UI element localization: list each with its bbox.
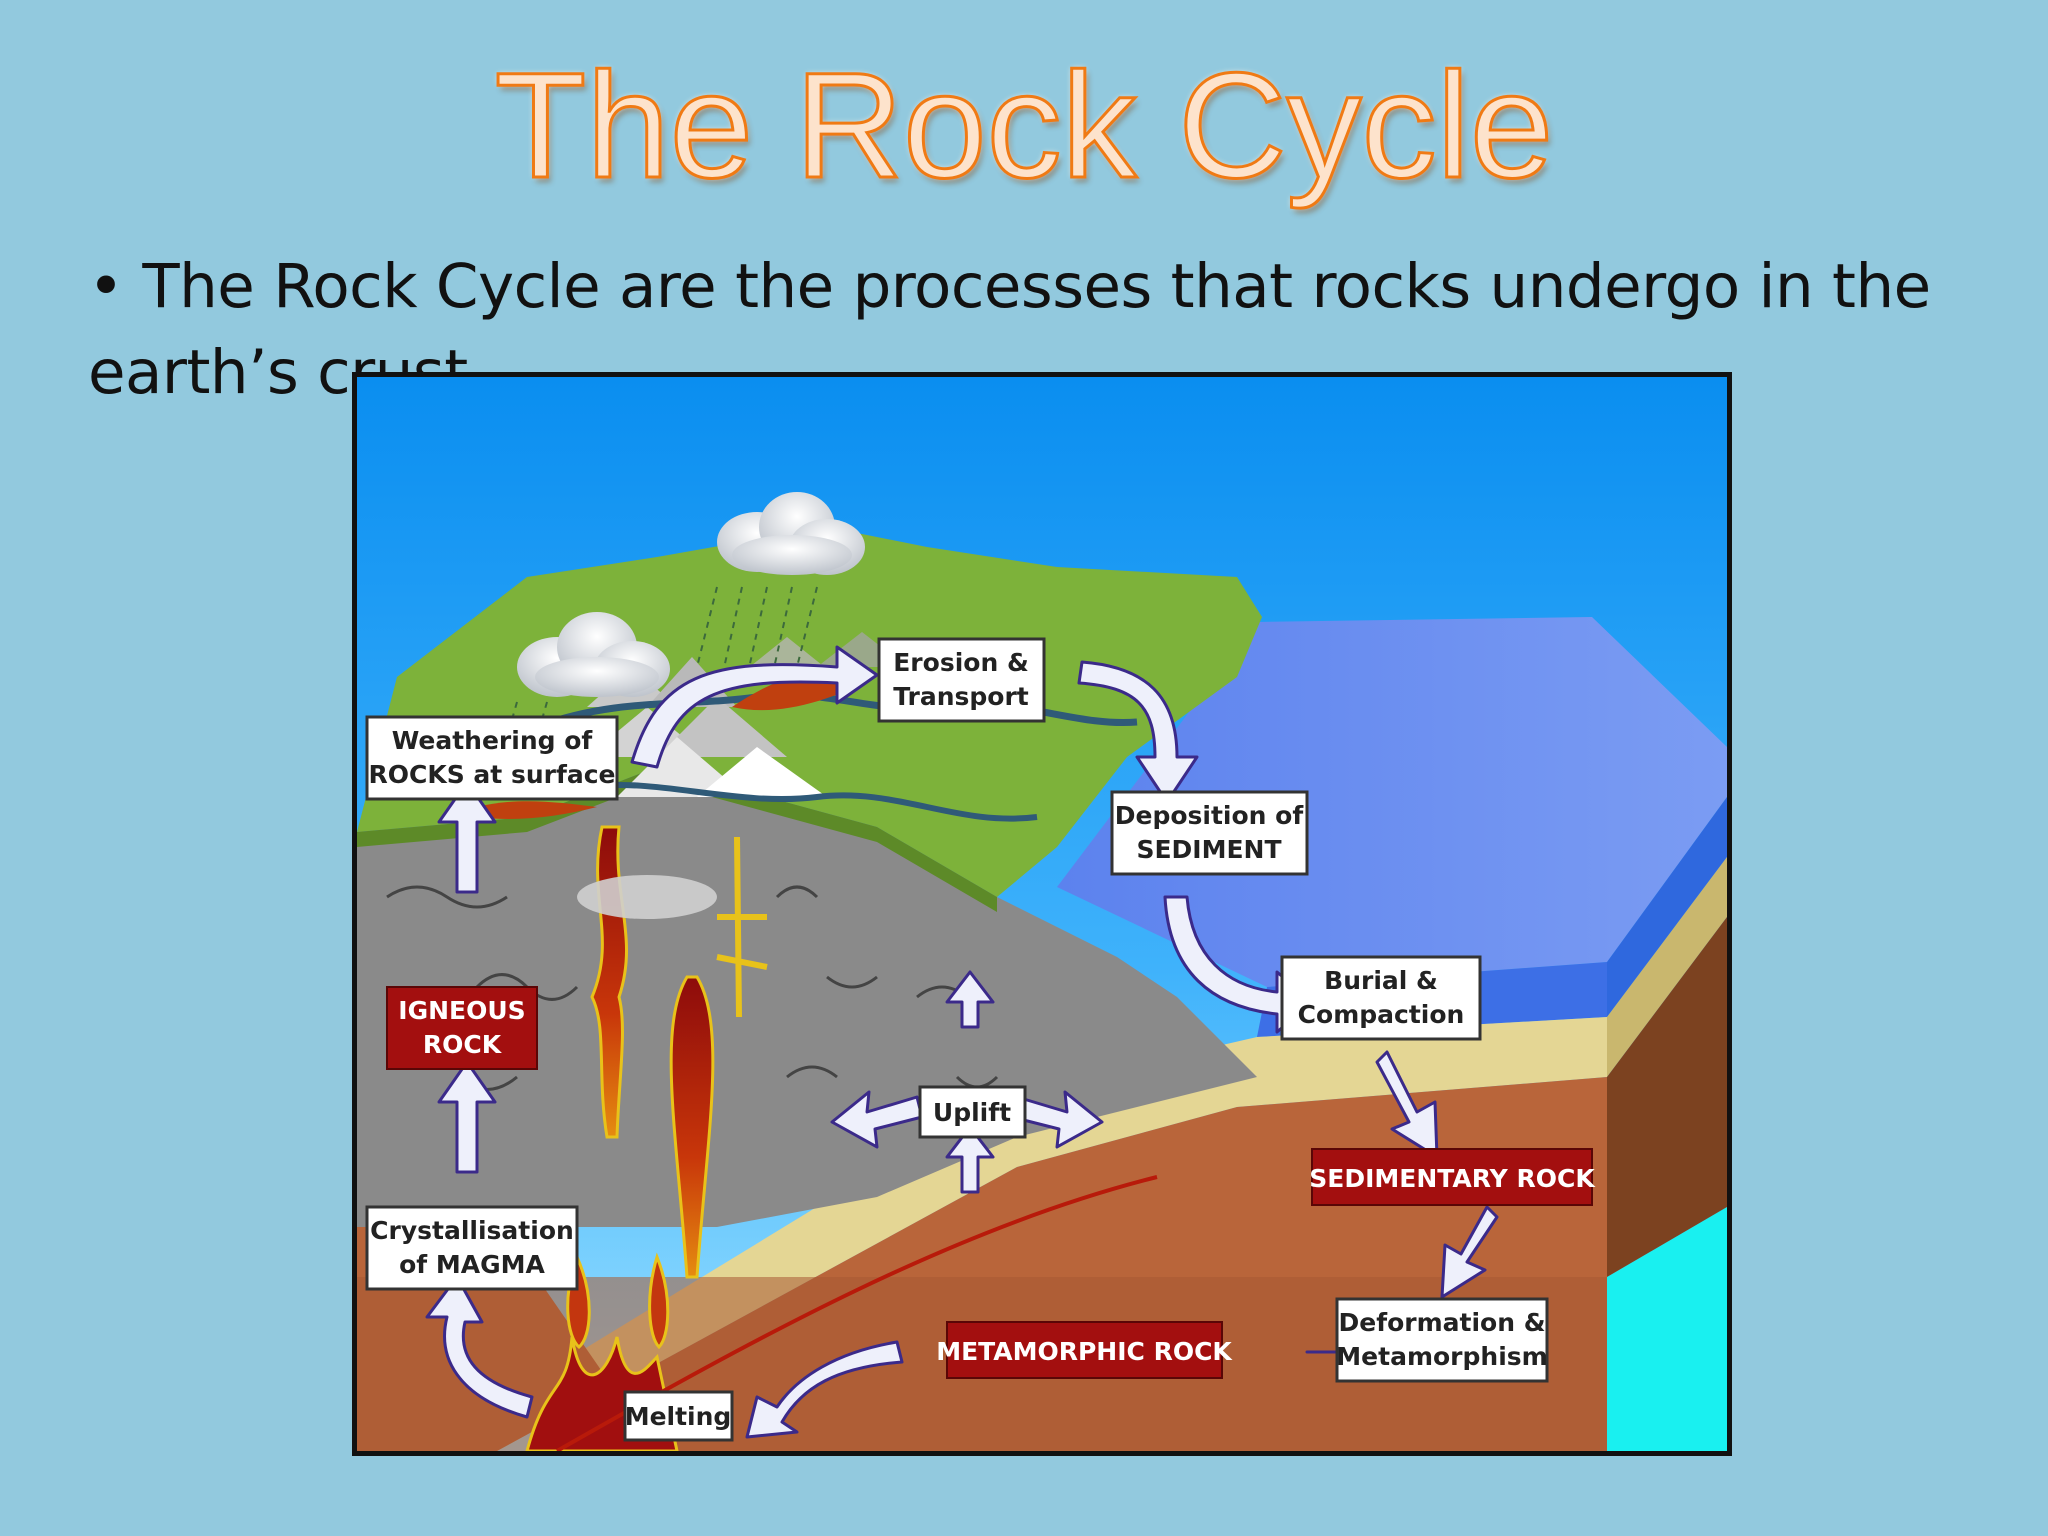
label-weathering: Weathering of ROCKS at surface [365,715,619,801]
svg-text:Erosion &: Erosion & [893,648,1029,677]
label-metamorphic-rock: METAMORPHIC ROCK [936,1321,1233,1379]
cloud-2 [517,612,670,697]
svg-text:Deposition of: Deposition of [1115,801,1305,830]
volcano-smoke [577,875,717,919]
svg-text:Burial &: Burial & [1324,966,1438,995]
svg-text:Transport: Transport [893,682,1029,711]
svg-text:Crystallisation: Crystallisation [370,1216,574,1245]
land-edge [357,767,997,912]
svg-text:Deformation &: Deformation & [1338,1308,1545,1337]
magma-drop-2 [648,1252,670,1350]
label-igneous-rock: IGNEOUS ROCK [386,986,538,1070]
cloud-1 [717,492,865,575]
crust-right [1607,917,1727,1277]
svg-text:Melting: Melting [625,1402,732,1431]
lava-flow-left [477,801,597,819]
label-deposition: Deposition of SEDIMENT [1110,790,1309,876]
svg-text:ROCKS at surface: ROCKS at surface [369,760,616,789]
svg-text:IGNEOUS: IGNEOUS [398,996,525,1025]
label-sedimentary-rock: SEDIMENTARY ROCK [1309,1148,1596,1206]
label-melting: Melting [623,1390,734,1442]
sand-layer-right [1607,857,1727,1077]
svg-text:METAMORPHIC ROCK: METAMORPHIC ROCK [936,1337,1233,1366]
ocean-right [1607,797,1727,1017]
svg-text:Weathering of: Weathering of [392,726,594,755]
label-erosion: Erosion & Transport [877,637,1046,723]
svg-text:Compaction: Compaction [1298,1000,1465,1029]
label-crystallisation: Crystallisation of MAGMA [365,1205,579,1291]
deep-water [1607,1207,1727,1451]
magma-dyke [716,836,768,1018]
svg-text:of MAGMA: of MAGMA [399,1250,545,1279]
svg-text:ROCK: ROCK [423,1030,503,1059]
svg-text:Metamorphism: Metamorphism [1336,1342,1547,1371]
label-uplift: Uplift [918,1085,1027,1139]
svg-text:SEDIMENT: SEDIMENT [1136,835,1281,864]
rock-cycle-diagram: Weathering of ROCKS at surface Erosion &… [352,372,1732,1456]
label-deformation: Deformation & Metamorphism [1335,1297,1549,1383]
ocean-surface [1057,617,1727,987]
label-burial: Burial & Compaction [1280,955,1482,1041]
svg-text:SEDIMENTARY ROCK: SEDIMENTARY ROCK [1309,1164,1596,1193]
slide-title: The Rock Cycle [493,40,1555,211]
svg-text:Uplift: Uplift [933,1098,1011,1127]
river-2 [586,781,1038,822]
magma-plume [669,975,715,1279]
